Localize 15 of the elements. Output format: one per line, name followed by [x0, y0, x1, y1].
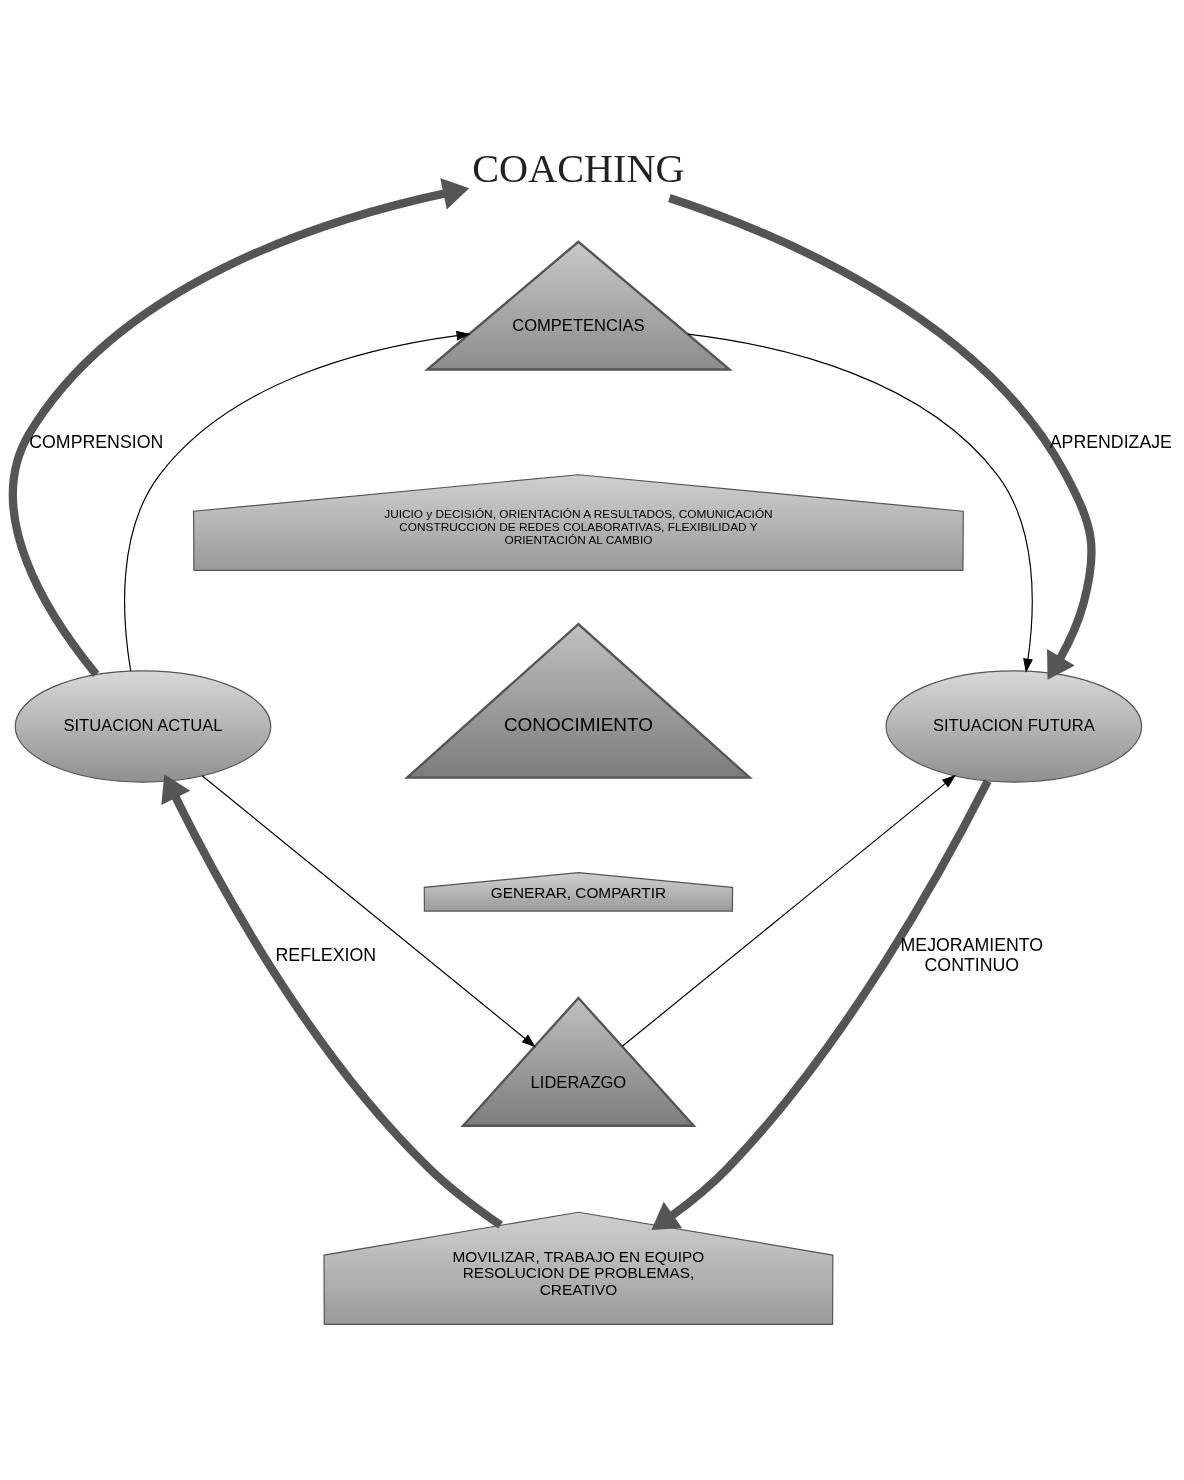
arrow	[161, 773, 503, 1229]
edge-label: REFLEXION	[275, 944, 377, 965]
arrow	[668, 193, 1096, 680]
arrow	[124, 330, 471, 672]
arrow	[201, 774, 536, 1047]
edge-label: APRENDIZAJE	[1049, 431, 1172, 452]
edge-label: COMPRENSION	[29, 431, 164, 452]
arrow	[621, 774, 957, 1047]
node-ellipse: SITUACION FUTURA	[885, 669, 1143, 783]
node-text: COACHING	[472, 145, 685, 191]
arrow	[651, 778, 992, 1230]
node-ellipse: SITUACION ACTUAL	[14, 669, 272, 783]
edge-label: MEJORAMIENTO CONTINUO	[900, 934, 1044, 975]
arrow	[8, 177, 470, 677]
arrow	[687, 333, 1033, 673]
